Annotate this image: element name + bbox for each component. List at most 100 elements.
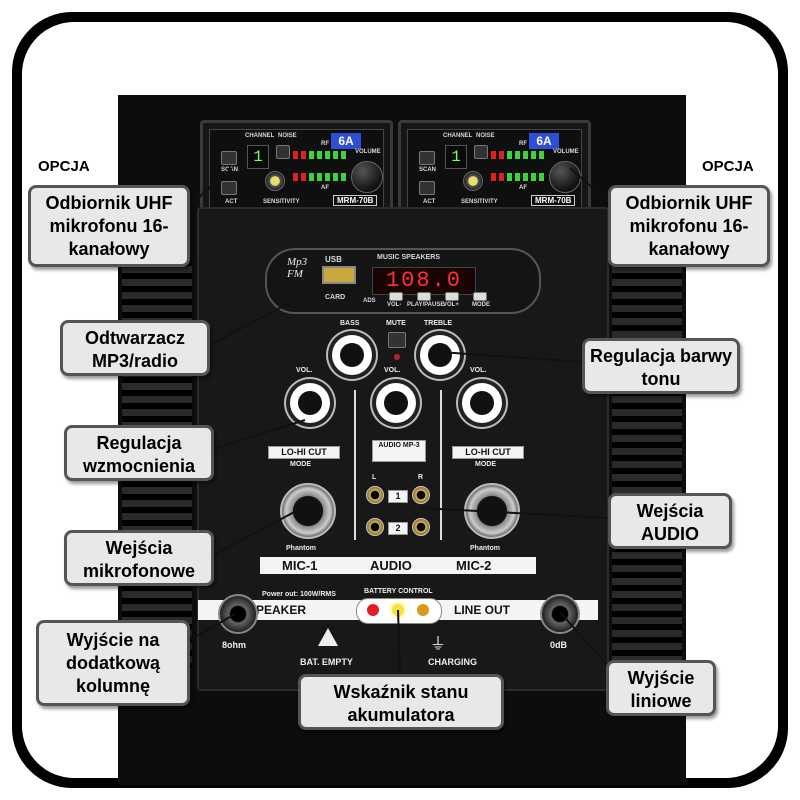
scan-label: SCAN (419, 167, 437, 173)
scan-button[interactable] (419, 151, 435, 165)
divider-left (354, 390, 356, 540)
play-pause-label: PLAY/PAUSE (407, 302, 445, 308)
vol-minus-button[interactable] (389, 292, 403, 301)
model-label: MRM-70B (531, 195, 576, 206)
volume-label: VOLUME (355, 149, 381, 155)
callout-uhf-right: Odbiornik UHF mikrofonu 16-kanałowy (608, 185, 770, 267)
mic1-xlr-input[interactable] (280, 483, 336, 539)
db-label: 0dB (550, 640, 568, 650)
rf-label: RF (519, 141, 527, 147)
audio2-left-jack[interactable] (366, 518, 384, 536)
audio-mp3-label: AUDIO MP-3 (372, 440, 426, 462)
line-out-label: LINE OUT (454, 603, 510, 617)
channel-display: 1 (445, 145, 467, 169)
channel-label: CHANNEL (245, 133, 275, 139)
callout-mic-inputs: Wejścia mikrofonowe (64, 530, 214, 586)
vol-minus-label: VOL- (387, 302, 402, 308)
channel-badge: 6A (529, 133, 559, 149)
radio-display: 108.0 (372, 267, 476, 295)
bass-knob[interactable] (332, 335, 372, 375)
callout-mp3-player: Odtwarzacz MP3/radio (60, 320, 210, 376)
callout-speaker-output: Wyjście na dodatkową kolumnę (36, 620, 190, 706)
mic1-mode-label: MODE (290, 461, 311, 468)
battery-led-red (367, 604, 379, 616)
callout-tone-control: Regulacja barwy tonu (582, 338, 740, 394)
speaker-out-jack[interactable] (218, 594, 258, 634)
speaker-label: SPEAKER (248, 603, 307, 617)
line-out-jack[interactable] (540, 594, 580, 634)
usb-port[interactable] (322, 266, 356, 284)
noise-label: NOISE (278, 133, 297, 139)
vol-plus-button[interactable] (445, 292, 459, 301)
callout-gain-control: Regulacja wzmocnienia (64, 425, 214, 481)
uhf-receiver-left: CHANNEL NOISE RF 6A 1 SCAN AF VOLUME ACT… (200, 120, 393, 221)
mic2-vol-label: VOL. (470, 367, 487, 374)
sensitivity-knob[interactable] (463, 171, 483, 191)
right-vents (612, 260, 682, 670)
treble-knob[interactable] (420, 335, 460, 375)
callout-battery-indicator: Wskaźnik stanu akumulatora (298, 674, 504, 730)
bat-empty-label: BAT. EMPTY (300, 657, 353, 667)
volume-label: VOLUME (553, 149, 579, 155)
play-pause-button[interactable] (417, 292, 431, 301)
audio2-right-jack[interactable] (412, 518, 430, 536)
power-label: Power out: 100W/RMS (262, 591, 336, 598)
af-meter (293, 173, 346, 181)
noise-button[interactable] (276, 145, 290, 159)
channel-display: 1 (247, 145, 269, 169)
mic2-mode-label: MODE (475, 461, 496, 468)
mute-label: MUTE (386, 320, 406, 327)
callout-audio-inputs: Wejścia AUDIO (608, 493, 732, 549)
callout-line-output: Wyjście liniowe (606, 660, 716, 716)
input-label-bar: MIC-1 AUDIO MIC-2 (260, 557, 536, 574)
mic2-phantom-label: Phantom (470, 545, 500, 552)
sensitivity-label: SENSITIVITY (263, 199, 300, 205)
rf-meter (491, 151, 544, 159)
audio-volume-knob[interactable] (376, 383, 416, 423)
ohm-label: 8ohm (222, 640, 247, 650)
warning-icon (318, 628, 338, 646)
mute-button[interactable] (388, 332, 406, 348)
mic2-volume-knob[interactable] (462, 383, 502, 423)
mic1-phantom-label: Phantom (286, 545, 316, 552)
receiver-volume-knob[interactable] (351, 161, 383, 193)
bass-label: BASS (340, 320, 360, 327)
audio2-label: 2 (388, 522, 408, 535)
audio1-label: 1 (388, 490, 408, 503)
sensitivity-knob[interactable] (265, 171, 285, 191)
divider-right (440, 390, 442, 540)
af-label: AF (321, 185, 329, 191)
sensitivity-label: SENSITIVITY (461, 199, 498, 205)
mode-label: MODE (472, 302, 490, 308)
audio-vol-label: VOL. (384, 367, 401, 374)
uhf-receiver-right: CHANNEL NOISE RF 6A 1 SCAN AF VOLUME ACT… (398, 120, 591, 221)
left-channel-label: L (372, 474, 377, 481)
vol-plus-label: VOL+ (443, 302, 459, 308)
mic1-lohi-cut: LO-HI CUT (268, 446, 340, 459)
mic1-volume-knob[interactable] (290, 383, 330, 423)
mp3-logo: Mp3 FM (287, 256, 308, 280)
battery-control-label: BATTERY CONTROL (364, 588, 433, 595)
plug-icon: ⏚ (430, 636, 447, 653)
mode-button[interactable] (473, 292, 487, 301)
act-label: ACT (225, 199, 238, 205)
rf-label: RF (321, 141, 329, 147)
mic2-label: MIC-2 (456, 558, 492, 573)
act-button[interactable] (221, 181, 237, 195)
ads-label: ADS (363, 298, 376, 304)
audio1-left-jack[interactable] (366, 486, 384, 504)
rf-meter (293, 151, 346, 159)
mic2-lohi-cut: LO-HI CUT (452, 446, 524, 459)
act-label: ACT (423, 199, 436, 205)
channel-label: CHANNEL (443, 133, 473, 139)
receiver-volume-knob[interactable] (549, 161, 581, 193)
scan-button[interactable] (221, 151, 237, 165)
battery-led-orange (417, 604, 429, 616)
noise-button[interactable] (474, 145, 488, 159)
act-button[interactable] (419, 181, 435, 195)
right-channel-label: R (418, 474, 424, 481)
mic1-label: MIC-1 (282, 558, 318, 573)
audio1-right-jack[interactable] (412, 486, 430, 504)
af-label: AF (519, 185, 527, 191)
